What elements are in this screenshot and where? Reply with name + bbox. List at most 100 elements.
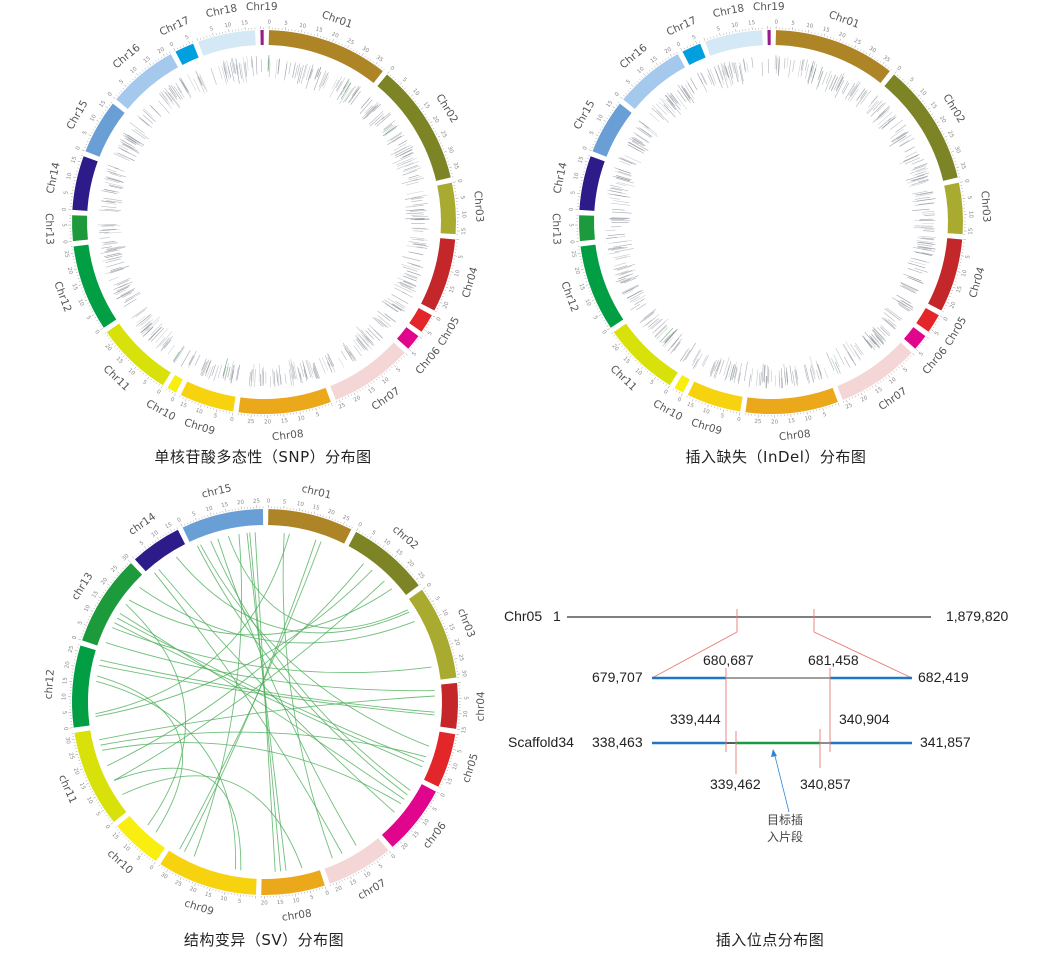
variant-density-mark xyxy=(401,255,422,262)
scale-tick xyxy=(599,129,602,131)
scale-tick xyxy=(391,366,393,369)
scale-tick xyxy=(401,562,403,565)
variant-density-mark xyxy=(833,354,840,368)
variant-density-mark xyxy=(612,208,625,211)
scale-tick-label: 15 xyxy=(605,99,614,109)
scale-tick xyxy=(612,106,616,109)
scale-tick-label: 5 xyxy=(459,196,465,201)
chromosome-label: Chr03 xyxy=(978,190,992,222)
scale-tick xyxy=(367,57,369,60)
variant-density-mark xyxy=(883,312,896,322)
scale-tick xyxy=(228,29,230,33)
variant-density-mark xyxy=(409,251,423,256)
variant-density-mark xyxy=(756,369,759,387)
scale-tick xyxy=(332,883,334,886)
chromosome-band-chr11 xyxy=(613,323,678,386)
variant-density-mark xyxy=(904,146,916,153)
variant-density-mark xyxy=(104,189,115,193)
scale-tick-label: 20 xyxy=(103,343,112,353)
variant-density-mark xyxy=(123,132,141,144)
variant-density-mark xyxy=(382,124,394,134)
variant-density-mark xyxy=(309,362,314,375)
variant-density-mark xyxy=(912,190,928,195)
scale-tick xyxy=(444,775,446,777)
chromosome-band-chr17 xyxy=(682,43,706,65)
variant-density-mark xyxy=(406,270,420,276)
variant-density-mark xyxy=(336,81,343,91)
scale-tick xyxy=(337,520,339,523)
variant-density-mark xyxy=(817,365,823,380)
scale-tick xyxy=(140,370,142,373)
variant-density-mark xyxy=(158,100,170,114)
variant-density-mark xyxy=(359,334,371,348)
scale-tick xyxy=(210,512,212,516)
scale-tick-label: 20 xyxy=(860,395,869,404)
scale-tick xyxy=(104,812,106,814)
sv-link xyxy=(176,556,410,634)
scale-tick-label: 20 xyxy=(664,46,674,55)
scale-tick xyxy=(946,301,950,304)
scale-tick xyxy=(399,841,403,844)
variant-density-mark xyxy=(113,277,131,286)
scale-tick xyxy=(598,314,602,317)
chromosome-label: chr07 xyxy=(356,877,388,902)
scale-tick xyxy=(872,386,874,388)
variant-density-mark xyxy=(240,63,244,83)
scale-tick xyxy=(110,581,112,584)
scaffold-right-breakpoint: 340,904 xyxy=(839,711,890,727)
variant-density-mark xyxy=(206,367,212,378)
variant-density-mark xyxy=(329,79,340,98)
scale-tick xyxy=(343,521,345,525)
scale-tick-label: 25 xyxy=(570,250,577,258)
scale-tick xyxy=(106,814,108,817)
variant-density-mark xyxy=(138,117,149,126)
variant-density-mark xyxy=(377,310,391,322)
scale-tick-label: 15 xyxy=(98,99,107,109)
scale-tick-label: 5 xyxy=(315,412,320,419)
variant-density-mark xyxy=(125,293,141,303)
scale-tick-label: 10 xyxy=(463,710,469,718)
scale-tick-label: 10 xyxy=(454,269,462,278)
scale-tick-label: 10 xyxy=(292,897,300,904)
scale-tick-label: 5 xyxy=(82,130,89,136)
variant-density-mark xyxy=(922,246,936,250)
scale-tick xyxy=(941,130,943,132)
variant-density-mark xyxy=(854,344,862,356)
scale-tick xyxy=(224,891,226,895)
variant-density-mark xyxy=(692,358,699,369)
scale-tick xyxy=(438,304,440,307)
scale-tick-label: 10 xyxy=(411,88,420,98)
variant-density-mark xyxy=(654,318,669,332)
variant-density-mark xyxy=(284,63,288,81)
variant-density-mark xyxy=(907,262,926,269)
variant-density-mark xyxy=(815,360,823,380)
scale-tick xyxy=(412,827,414,829)
scale-tick xyxy=(161,866,163,869)
scale-tick xyxy=(435,609,438,611)
scale-tick xyxy=(408,832,410,834)
scale-tick xyxy=(885,65,887,67)
scale-tick xyxy=(629,355,632,358)
variant-density-mark xyxy=(159,330,173,347)
scale-tick xyxy=(150,378,152,381)
variant-density-mark xyxy=(235,367,239,382)
variant-density-mark xyxy=(399,149,413,157)
scale-tick xyxy=(432,315,436,318)
variant-density-mark xyxy=(290,363,295,380)
scale-tick-label: 15 xyxy=(312,504,321,512)
scale-tick-label: 15 xyxy=(422,101,431,111)
chromosome-band-chr16 xyxy=(116,54,179,110)
variant-density-mark xyxy=(748,374,751,388)
scale-tick xyxy=(298,508,300,512)
variant-density-mark xyxy=(384,124,396,134)
scale-tick-label: 15 xyxy=(349,879,358,888)
scale-tick xyxy=(366,867,368,869)
variant-density-mark xyxy=(161,341,169,350)
scale-tick-label: 15 xyxy=(822,26,831,34)
variant-density-mark xyxy=(160,336,173,352)
variant-density-mark xyxy=(162,337,170,347)
variant-density-mark xyxy=(348,86,361,103)
scale-tick xyxy=(380,67,382,69)
variant-density-mark xyxy=(141,323,151,333)
